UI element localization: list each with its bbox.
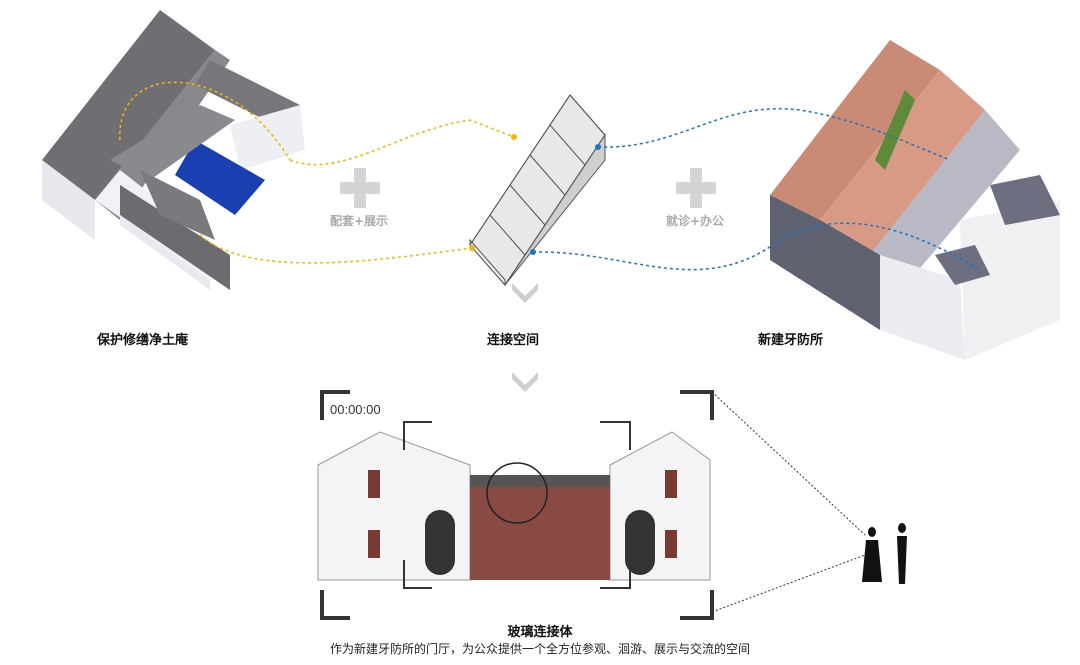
- chevron-down-icon: [512, 372, 538, 392]
- people-silhouette-icon: [862, 523, 907, 584]
- right-building-label: 新建牙防所: [758, 333, 824, 348]
- caption-title: 玻璃连接体: [507, 625, 573, 640]
- caption-subtitle: 作为新建牙防所的门厅，为公众提供一个全方位参观、洄游、展示与交流的空间: [329, 642, 750, 656]
- right-building-illustration: [770, 40, 1060, 360]
- timecode: 00:00:00: [330, 402, 381, 417]
- connector-label: 连接空间: [487, 333, 540, 348]
- plus-icon: [340, 168, 380, 208]
- left-function-label: 配套+展示: [330, 214, 389, 228]
- elevation-illustration: [317, 431, 711, 581]
- viewfinder-frame: [320, 390, 714, 620]
- flow-paths: [119, 81, 981, 271]
- connector-illustration: [469, 94, 606, 287]
- chevron-down-icon: [512, 283, 538, 303]
- sightlines: [711, 391, 866, 613]
- plus-icon: [676, 168, 716, 208]
- left-building-label: 保护修缮净土庵: [97, 333, 189, 348]
- left-building-illustration: [42, 10, 305, 290]
- right-function-label: 就诊+办公: [666, 214, 725, 228]
